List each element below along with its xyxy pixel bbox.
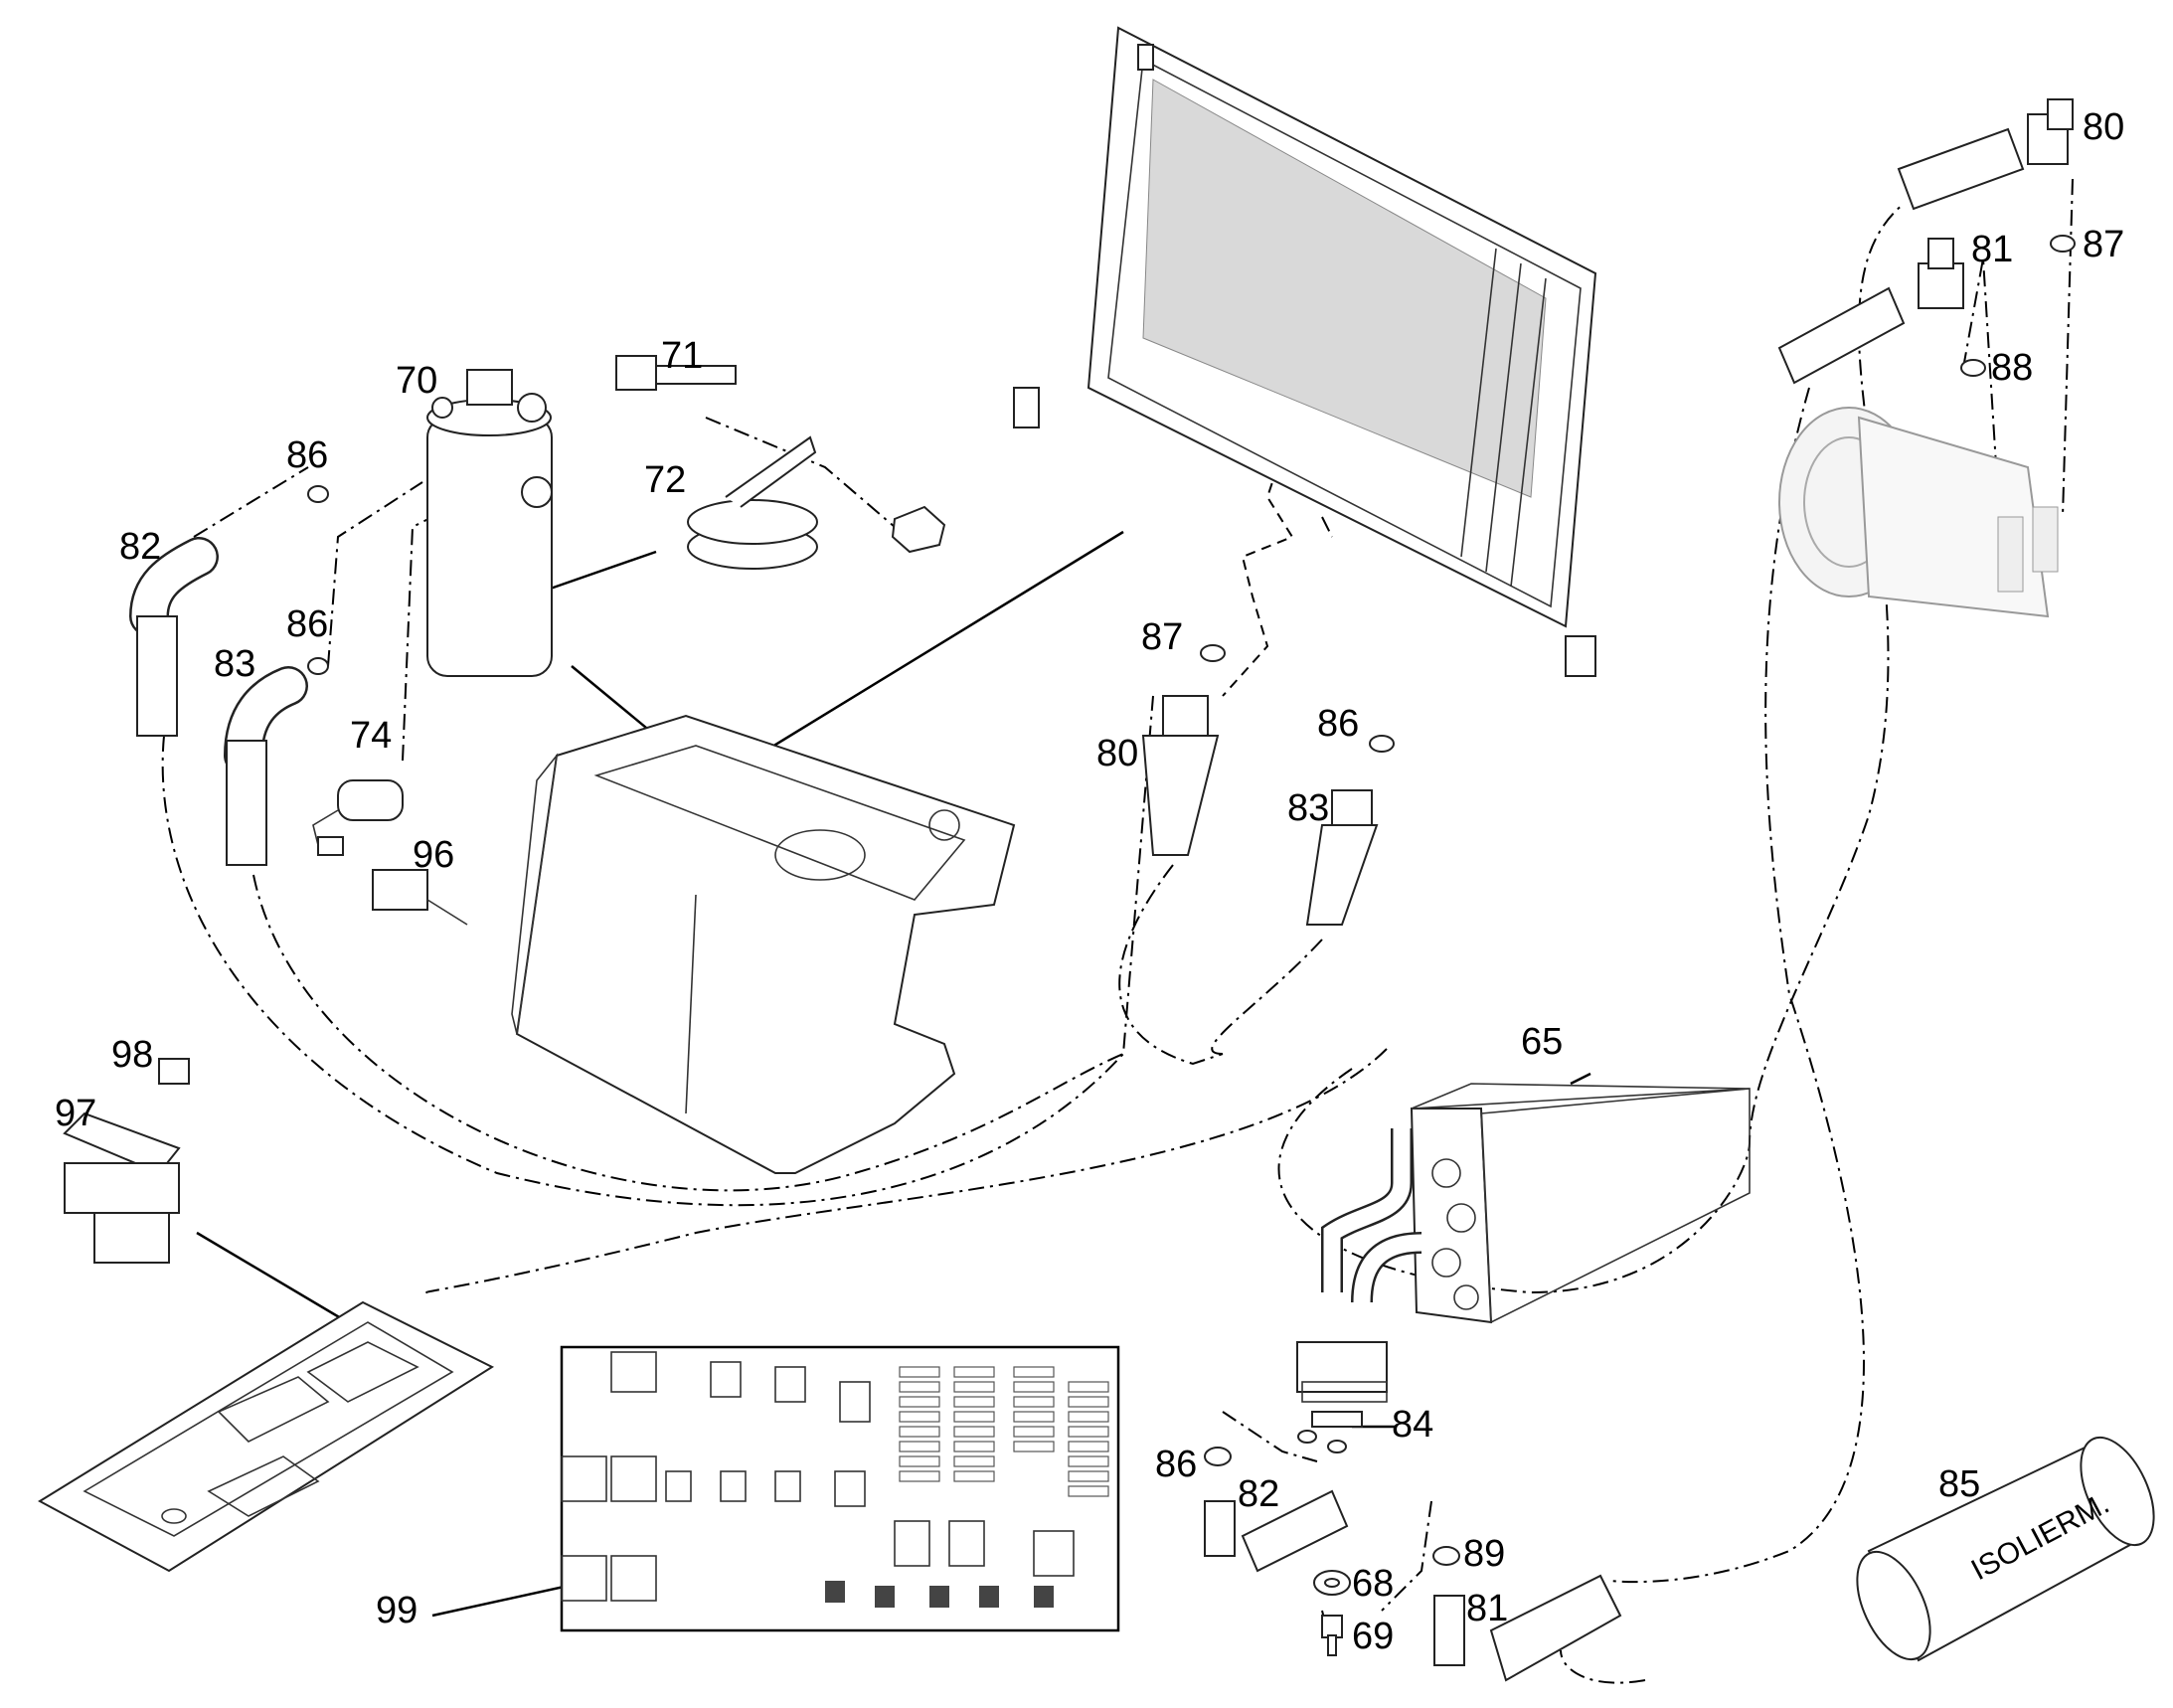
part-label: 86 <box>286 603 328 645</box>
part-label: 88 <box>1991 347 2033 389</box>
mounting-hardware <box>615 355 946 570</box>
part-label: 74 <box>350 715 392 757</box>
compressor <box>1778 407 2059 618</box>
part-labels: 65 68 69 70 71 72 74 80 80 81 81 82 82 8… <box>55 106 2124 1657</box>
hose-middle <box>1141 695 1379 926</box>
part-label: 83 <box>214 643 255 685</box>
part-label: 99 <box>376 1590 418 1631</box>
washer-screw <box>1313 1570 1351 1656</box>
part-label: 80 <box>2083 106 2124 148</box>
part-label: 68 <box>1352 1563 1394 1605</box>
part-label: 86 <box>1155 1444 1197 1485</box>
part-label: 82 <box>119 526 161 568</box>
routing-lines <box>161 178 2074 1684</box>
filter-frame <box>37 1300 495 1573</box>
part-label: 86 <box>286 434 328 476</box>
part-label: 82 <box>1238 1473 1279 1515</box>
part-label: 87 <box>1141 616 1183 658</box>
part-label: 71 <box>661 335 703 377</box>
circuit-board <box>560 1345 1120 1632</box>
insulation-hose: ISOLIERM. <box>1856 1436 2155 1662</box>
o-rings <box>307 235 2076 1566</box>
part-label: 65 <box>1521 1021 1563 1063</box>
part-label: 83 <box>1287 787 1329 829</box>
part-label: 97 <box>55 1093 96 1134</box>
part-label: 85 <box>1938 1463 1980 1505</box>
housing-box <box>511 714 1016 1174</box>
evaporator <box>1296 1083 1751 1428</box>
receiver-drier <box>426 369 553 677</box>
rocker-switch <box>63 1058 190 1264</box>
condenser <box>1013 26 1597 677</box>
part-label: 86 <box>1317 703 1359 745</box>
hose-top-right <box>1777 98 2074 385</box>
part-label: 81 <box>1971 229 2013 270</box>
part-label: 81 <box>1466 1588 1508 1629</box>
pressure-switch <box>312 779 468 926</box>
hose-left <box>129 537 308 866</box>
part-label: 96 <box>413 834 454 876</box>
part-label: 89 <box>1463 1533 1505 1575</box>
hose-bottom <box>1204 1489 1622 1682</box>
part-label: 87 <box>2083 224 2124 265</box>
part-label: 69 <box>1352 1616 1394 1657</box>
part-label: 84 <box>1392 1404 1433 1446</box>
part-label: 70 <box>396 360 437 402</box>
part-label: 98 <box>111 1034 153 1076</box>
part-label: 72 <box>644 459 686 501</box>
part-label: 80 <box>1096 733 1138 774</box>
